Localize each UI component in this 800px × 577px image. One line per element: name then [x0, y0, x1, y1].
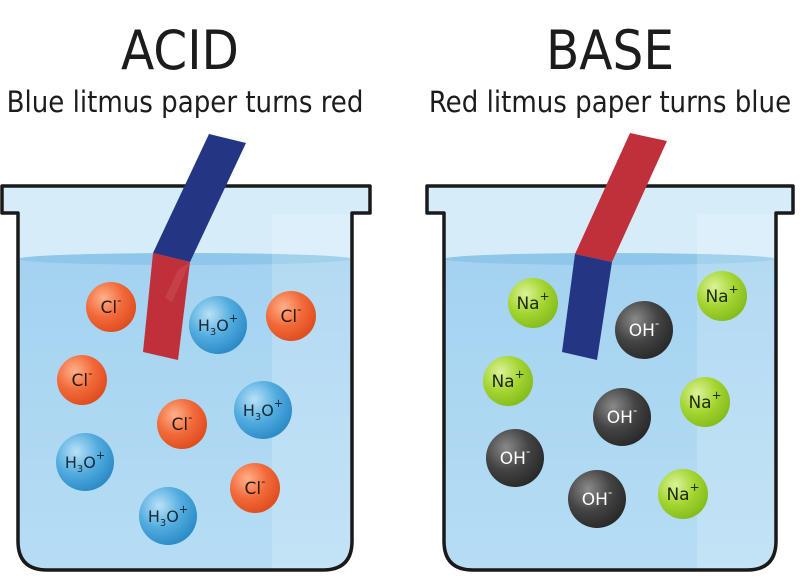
ion-label: H3O+ [198, 312, 238, 338]
acid-beaker: Cl- H3O+ Cl- Cl- Cl- H3O+ H3O+ Cl- H3O+ [0, 134, 372, 572]
ion-label: Na+ [688, 388, 721, 413]
ion-sphere [593, 388, 651, 446]
ion-sphere [266, 291, 316, 341]
acid-ion-chloride: Cl- [57, 355, 107, 405]
ion-label: Cl- [281, 302, 302, 327]
ion-label: Cl- [101, 293, 122, 318]
ion-sphere [508, 278, 558, 328]
ion-label: Na+ [666, 480, 699, 505]
ion-label: H3O+ [243, 397, 283, 423]
base-ion-sodium: Na+ [483, 356, 533, 406]
ion-sphere [568, 470, 626, 528]
acid-ion-hydronium: H3O+ [189, 296, 247, 354]
ion-sphere [658, 469, 708, 519]
ion-label: OH- [500, 444, 530, 469]
ion-sphere [86, 282, 136, 332]
base-ion-hydroxide: OH- [486, 429, 544, 487]
base-ion-sodium: Na+ [697, 271, 747, 321]
acid-title: ACID [121, 19, 239, 82]
base-ion-hydroxide: OH- [593, 388, 651, 446]
acid-ion-hydronium: H3O+ [139, 487, 197, 545]
ion-label: H3O+ [65, 449, 105, 475]
ion-label: Na+ [516, 289, 549, 314]
base-ion-sodium: Na+ [508, 278, 558, 328]
base-ion-sodium: Na+ [658, 469, 708, 519]
base-beaker-outline [425, 184, 795, 572]
acid-beaker-outline [0, 184, 372, 572]
ion-label: OH- [629, 316, 659, 341]
ion-sphere [230, 463, 280, 513]
acid-ion-hydronium: H3O+ [234, 381, 292, 439]
ion-sphere [486, 429, 544, 487]
ion-sphere [615, 301, 673, 359]
ion-sphere [680, 377, 730, 427]
acid-ions: Cl- H3O+ Cl- Cl- Cl- H3O+ H3O+ Cl- H3O+ [56, 282, 316, 545]
ion-sphere [57, 355, 107, 405]
base-ion-sodium: Na+ [680, 377, 730, 427]
ion-label: Cl- [172, 410, 193, 435]
ion-sphere [56, 433, 114, 491]
base-subtitle: Red litmus paper turns blue [428, 85, 792, 119]
base-ion-hydroxide: OH- [615, 301, 673, 359]
base-ions: Na+ OH- Na+ Na+ OH- Na+ OH- OH- Na+ [483, 271, 747, 528]
acid-glass-highlight [272, 214, 352, 569]
acid-ion-chloride: Cl- [157, 399, 207, 449]
ion-label: OH- [607, 403, 637, 428]
ion-label: Cl- [245, 474, 266, 499]
ion-sphere [234, 381, 292, 439]
ion-label: Na+ [491, 367, 524, 392]
acid-ion-chloride: Cl- [86, 282, 136, 332]
ion-label: Na+ [705, 282, 738, 307]
ion-label: Cl- [72, 366, 93, 391]
ion-label: OH- [582, 485, 612, 510]
base-title: BASE [545, 19, 675, 82]
base-litmus-strip [562, 133, 667, 360]
ion-label: H3O+ [148, 503, 188, 529]
ion-sphere [697, 271, 747, 321]
base-beaker: Na+ OH- Na+ Na+ OH- Na+ OH- OH- Na+ [425, 133, 795, 572]
acid-ion-chloride: Cl- [230, 463, 280, 513]
ion-sphere [157, 399, 207, 449]
ion-sphere [483, 356, 533, 406]
acid-subtitle: Blue litmus paper turns red [6, 85, 364, 119]
ion-sphere [189, 296, 247, 354]
base-ion-hydroxide: OH- [568, 470, 626, 528]
acid-litmus-strip [143, 134, 246, 360]
acid-ion-hydronium: H3O+ [56, 433, 114, 491]
acid-ion-chloride: Cl- [266, 291, 316, 341]
ion-sphere [139, 487, 197, 545]
